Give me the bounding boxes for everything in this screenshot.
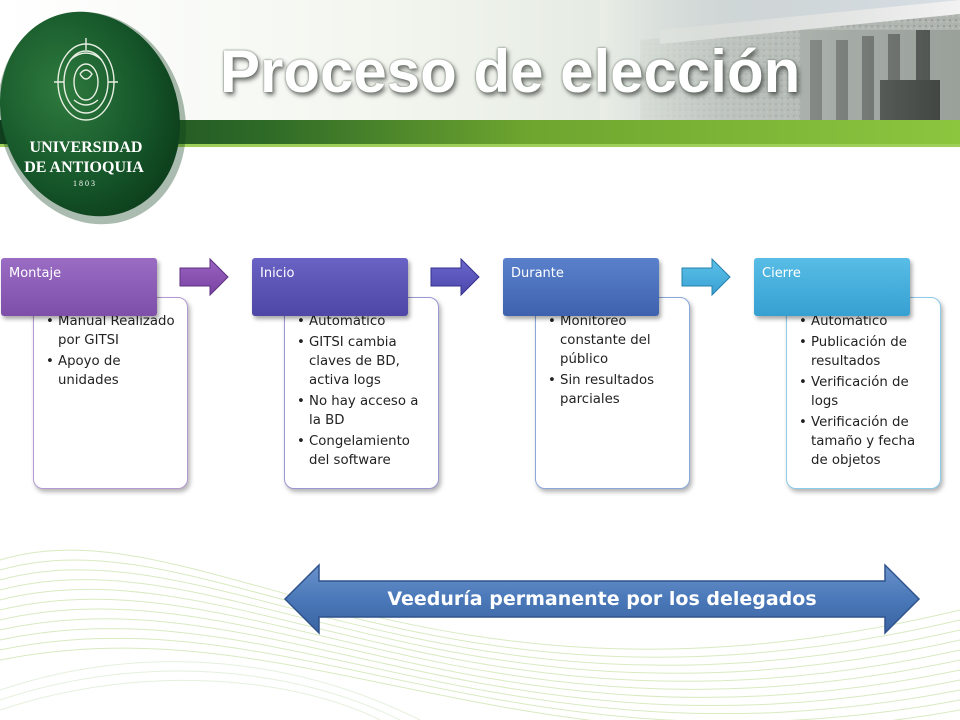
stage-card-montaje: Manual Realizado por GITSI Apoyo de unid… (33, 297, 188, 489)
stage-label-cierre: Cierre (762, 266, 801, 281)
durante-items: Monitoreo constante del público Sin resu… (546, 312, 679, 409)
slide-title: Proceso de elección (220, 38, 801, 105)
logo-name-line1: UNIVERSIDAD (30, 139, 143, 156)
cierre-items: Automático Publicación de resultados Ver… (797, 312, 930, 470)
stage-header-montaje: Montaje (1, 258, 157, 316)
header-accent-line (0, 144, 960, 147)
cierre-item: Automático (797, 312, 930, 331)
stage-label-montaje: Montaje (9, 266, 62, 281)
stage-card-inicio: Automático GITSI cambia claves de BD, ac… (284, 297, 439, 489)
montaje-items: Manual Realizado por GITSI Apoyo de unid… (44, 312, 177, 390)
oversight-double-arrow (283, 563, 921, 635)
building-photo (600, 0, 960, 125)
step-arrow-3 (681, 257, 731, 297)
stage-header-inicio: Inicio (252, 258, 408, 316)
logo-name-line2: DE ANTIOQUIA (24, 159, 144, 176)
oversight-label: Veeduría permanente por los delegados (387, 588, 817, 610)
stage-header-durante: Durante (503, 258, 659, 316)
university-logo: UNIVERSIDAD DE ANTIOQUIA 1 8 0 3 (0, 11, 187, 225)
durante-item: Monitoreo constante del público (546, 312, 679, 369)
durante-item: Sin resultados parciales (546, 371, 679, 409)
cierre-item: Publicación de resultados (797, 333, 930, 371)
inicio-item: Congelamiento del software (295, 432, 428, 470)
cierre-item: Verificación de logs (797, 373, 930, 411)
step-arrow-1 (179, 257, 229, 297)
stage-header-cierre: Cierre (754, 258, 910, 316)
stage-card-durante: Monitoreo constante del público Sin resu… (535, 297, 690, 489)
inicio-item: GITSI cambia claves de BD, activa logs (295, 333, 428, 390)
step-arrow-2 (430, 257, 480, 297)
stage-label-inicio: Inicio (260, 266, 295, 281)
inicio-item: No hay acceso a la BD (295, 392, 428, 430)
montaje-item: Manual Realizado por GITSI (44, 312, 177, 350)
inicio-items: Automático GITSI cambia claves de BD, ac… (295, 312, 428, 470)
montaje-item: Apoyo de unidades (44, 352, 177, 390)
cierre-item: Verificación de tamaño y fecha de objeto… (797, 413, 930, 470)
stage-card-cierre: Automático Publicación de resultados Ver… (786, 297, 941, 489)
inicio-item: Automático (295, 312, 428, 331)
stage-label-durante: Durante (511, 266, 564, 281)
logo-year: 1 8 0 3 (73, 179, 95, 188)
